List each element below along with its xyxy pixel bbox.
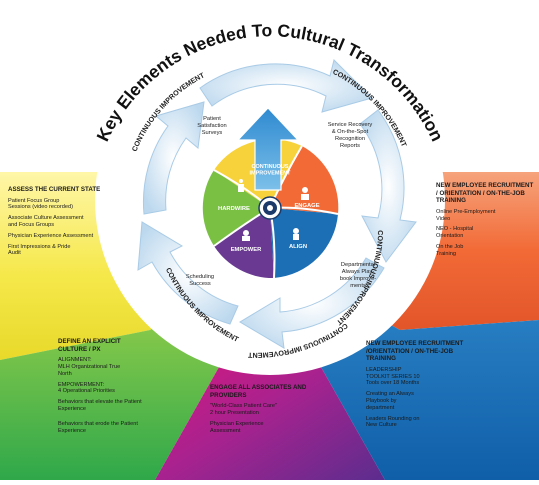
panel-item: Creating an Always Playbook by departmen… — [366, 391, 414, 411]
panel-item: NEO - Hospital Orientation — [436, 226, 474, 240]
label-departmental: Departmental Always Play- book Improve- … — [328, 262, 388, 290]
segment-hardwire — [202, 170, 270, 246]
engage-region — [155, 330, 385, 480]
empowerment-head: EMPOWERMENT: — [58, 381, 105, 388]
panel-item: Associate Culture Assessment and Focus G… — [8, 215, 84, 228]
panel-item: On the Job Training — [436, 243, 464, 257]
segment-empower — [214, 208, 274, 279]
label-scheduling: Scheduling Success — [172, 274, 228, 288]
cycle-arrows — [137, 59, 417, 349]
panel-item: Behaviors that elevate the Patient Exper… — [58, 399, 142, 412]
label-line: Surveys — [201, 129, 223, 136]
empower-icon — [242, 230, 250, 241]
segment-label-hardwire: HARDWIRE — [218, 206, 250, 212]
center-wheel — [202, 139, 339, 279]
hardwire-icon — [238, 179, 244, 192]
label-line: ments — [350, 282, 366, 289]
segment-engage — [270, 146, 339, 214]
panel-title: DEFINE AN EXPLICIT CULTURE / PX — [58, 338, 121, 353]
segment-align — [270, 208, 338, 278]
label-line: Patient — [203, 116, 221, 122]
panel-item: Leaders Rounding on New Culture — [366, 415, 420, 429]
panel-item: Behaviors that erode the Patient Experie… — [58, 420, 138, 434]
label-line: Service Recovery — [327, 122, 373, 128]
panel-assess: ASSESS THE CURRENT STATE Patient Focus G… — [8, 186, 118, 257]
label-line: Always Play- — [341, 268, 375, 275]
empowerment-body: 4 Operational Priorities — [58, 388, 115, 395]
label-line: Satisfaction — [197, 122, 227, 129]
panel-new-employee-bottom: NEW EMPLOYEE RECRUITMENT /ORIENTATION / … — [366, 340, 466, 429]
label-patient-satisfaction: Patient Satisfaction Surveys — [184, 116, 240, 137]
align-icon — [293, 228, 299, 240]
label-line: Scheduling — [185, 274, 215, 280]
alignment-body: MLH Organizational True North — [58, 363, 121, 377]
panel-item: LEADERSHIP TOOLKIT SERIES 10 Tools over … — [366, 366, 420, 387]
panel-new-employee-top: NEW EMPLOYEE RECRUITMENT / ORIENTATION /… — [436, 182, 536, 258]
panel-item: Physician Experience Assessment — [8, 232, 94, 239]
label-line: book Improve- — [339, 275, 377, 282]
up-arrow — [236, 107, 300, 191]
panel-item: Patient Focus Group Sessions (video reco… — [8, 197, 73, 211]
panel-title: ASSESS THE CURRENT STATE — [8, 186, 101, 193]
panel-title: ENGAGE ALL ASSOCIATES AND PROVIDERS — [210, 384, 307, 399]
panel-title: NEW EMPLOYEE RECRUITMENT /ORIENTATION / … — [366, 340, 464, 363]
engage-icon — [301, 187, 309, 200]
label-line: Departmental — [340, 262, 376, 268]
alignment-head: ALIGNMENT: — [58, 357, 92, 364]
segment-label-engage: ENGAGE — [294, 203, 319, 209]
panel-define: DEFINE AN EXPLICIT CULTURE / PX ALIGNMEN… — [58, 338, 158, 434]
label-line: Recognition — [334, 135, 366, 142]
segment-label-align: ALIGN — [289, 244, 307, 250]
label-line: & On-the-Spot — [331, 128, 369, 135]
panel-item: Online Pre-Employment Video — [436, 208, 496, 222]
panel-title: NEW EMPLOYEE RECRUITMENT / ORIENTATION /… — [436, 182, 534, 205]
panel-item: Physician Experience Assessment — [210, 420, 264, 434]
panel-item: "World-Class Patient Care" 2 hour Presen… — [210, 403, 277, 416]
label-line: Reports — [340, 142, 360, 149]
panel-engage: ENGAGE ALL ASSOCIATES AND PROVIDERS "Wor… — [210, 384, 330, 434]
segment-label-empower: EMPOWER — [231, 247, 262, 253]
label-line: Success — [189, 280, 211, 287]
panel-item: First Impressions & Pride Audit — [8, 243, 71, 257]
label-service-recovery: Service Recovery & On-the-Spot Recogniti… — [318, 122, 382, 150]
